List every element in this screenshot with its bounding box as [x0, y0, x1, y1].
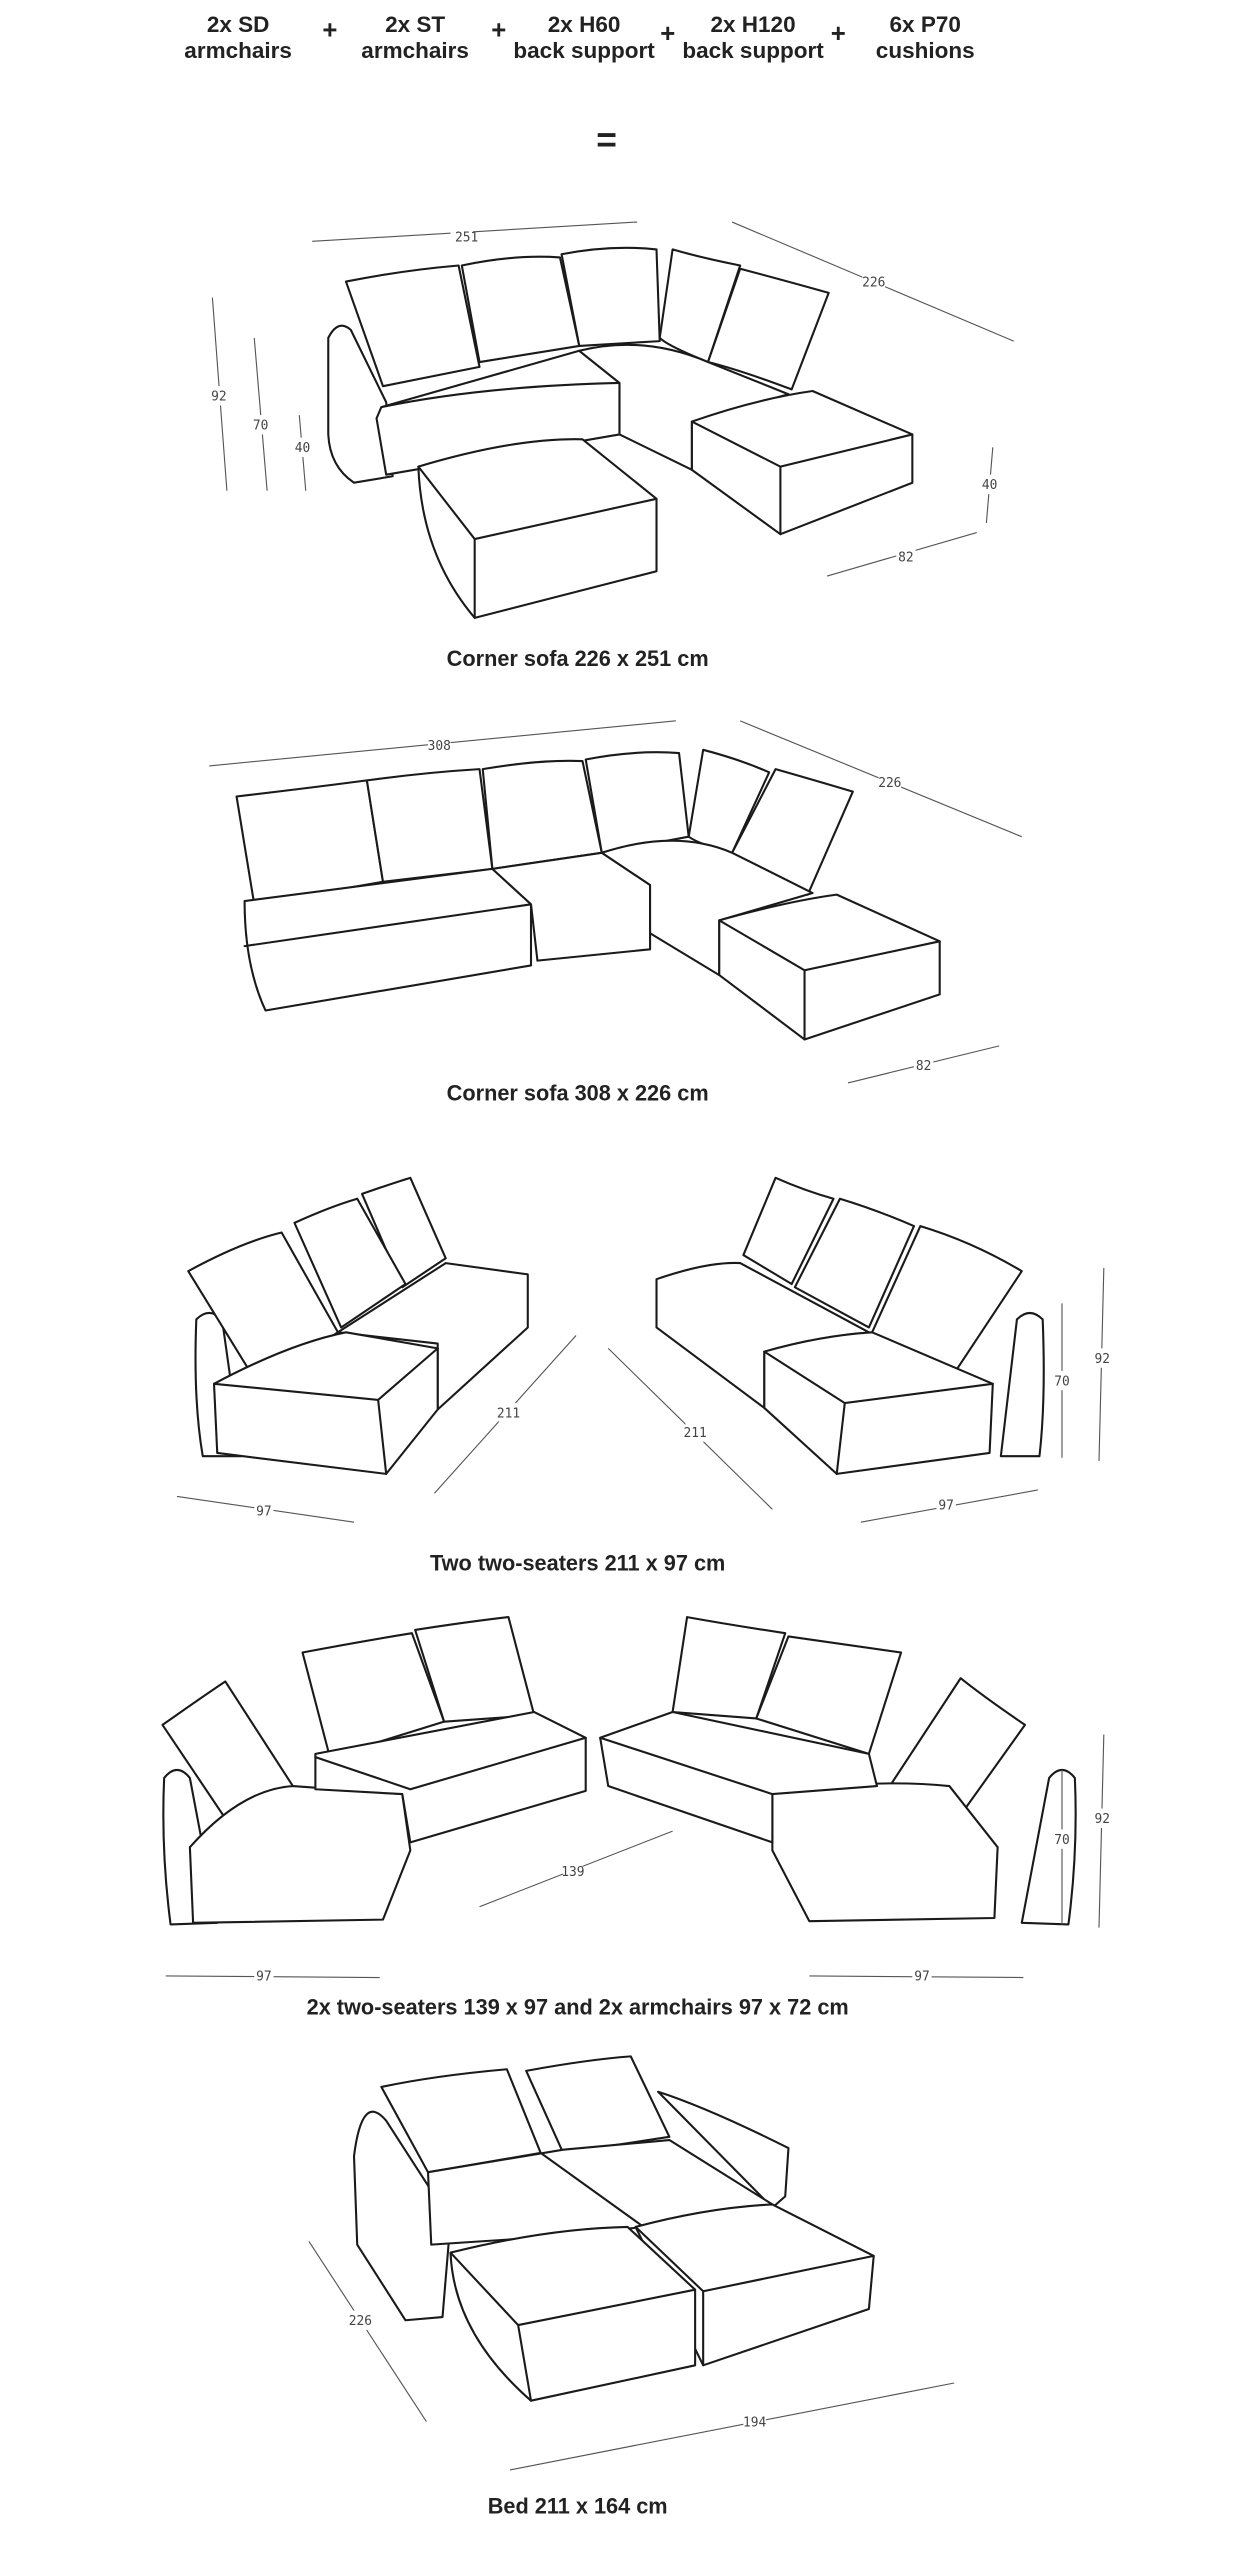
- plus-sign: +: [322, 17, 337, 45]
- component-name: back support: [682, 38, 824, 63]
- corner-sofa-308x226-drawing: [235, 748, 941, 1041]
- dimension-label: 70: [253, 419, 268, 434]
- component-qty: 6x P70: [890, 12, 961, 37]
- dimension-label: 40: [982, 478, 997, 493]
- dimension-label: 82: [916, 1059, 931, 1074]
- plus-sign: +: [660, 20, 675, 48]
- dimension-lines: [308, 2241, 955, 2471]
- dimension-label: 97: [256, 1970, 271, 1985]
- component-qty: 2x SD: [207, 12, 270, 37]
- component-name: back support: [513, 38, 655, 63]
- dimension-label: 194: [743, 2415, 766, 2430]
- two-seaters-and-armchairs-drawing: [161, 1616, 1077, 1926]
- plus-sign: +: [831, 20, 846, 48]
- component-qty: 2x H120: [710, 12, 795, 37]
- dimension-label: 97: [938, 1498, 953, 1513]
- configuration-caption: Bed 211 x 164 cm: [488, 2493, 668, 2518]
- component-name: armchairs: [184, 38, 292, 63]
- dimension-label: 97: [914, 1970, 929, 1985]
- dimension-label: 211: [497, 1407, 520, 1422]
- configuration-caption: Corner sofa 308 x 226 cm: [447, 1081, 709, 1106]
- dimension-label: 70: [1054, 1374, 1069, 1389]
- two-two-seaters-drawing: [187, 1176, 1045, 1475]
- dimension-label: 92: [1094, 1352, 1109, 1367]
- component-qty: 2x H60: [548, 12, 621, 37]
- configuration-caption: 2x two-seaters 139 x 97 and 2x armchairs…: [307, 1995, 849, 2020]
- configuration-caption: Two two-seaters 211 x 97 cm: [430, 1550, 725, 1575]
- dimension-label: 211: [684, 1426, 707, 1441]
- dimension-label: 308: [428, 739, 451, 754]
- dimension-label: 226: [862, 275, 885, 290]
- component-list: 2x SD armchairs + 2x ST armchairs + 2x H…: [184, 12, 974, 159]
- dimension-label: 139: [561, 1865, 584, 1880]
- component-name: armchairs: [361, 38, 469, 63]
- dimension-label: 226: [349, 2314, 372, 2329]
- dimension-label: 226: [878, 776, 901, 791]
- dimension-label: 92: [211, 390, 226, 405]
- dimension-label: 82: [898, 551, 913, 566]
- dimension-label: 70: [1054, 1833, 1069, 1848]
- dimension-label: 92: [1094, 1812, 1109, 1827]
- component-name: cushions: [876, 38, 975, 63]
- dimension-label: 251: [455, 230, 478, 245]
- bed-drawing: [352, 2055, 875, 2402]
- plus-sign: +: [491, 17, 506, 45]
- dimension-label: 97: [256, 1505, 271, 1520]
- dimension-label: 40: [295, 441, 310, 456]
- corner-sofa-226x251-drawing: [327, 246, 914, 619]
- component-qty: 2x ST: [385, 12, 445, 37]
- configuration-caption: Corner sofa 226 x 251 cm: [447, 646, 709, 671]
- equals-sign: =: [596, 120, 617, 159]
